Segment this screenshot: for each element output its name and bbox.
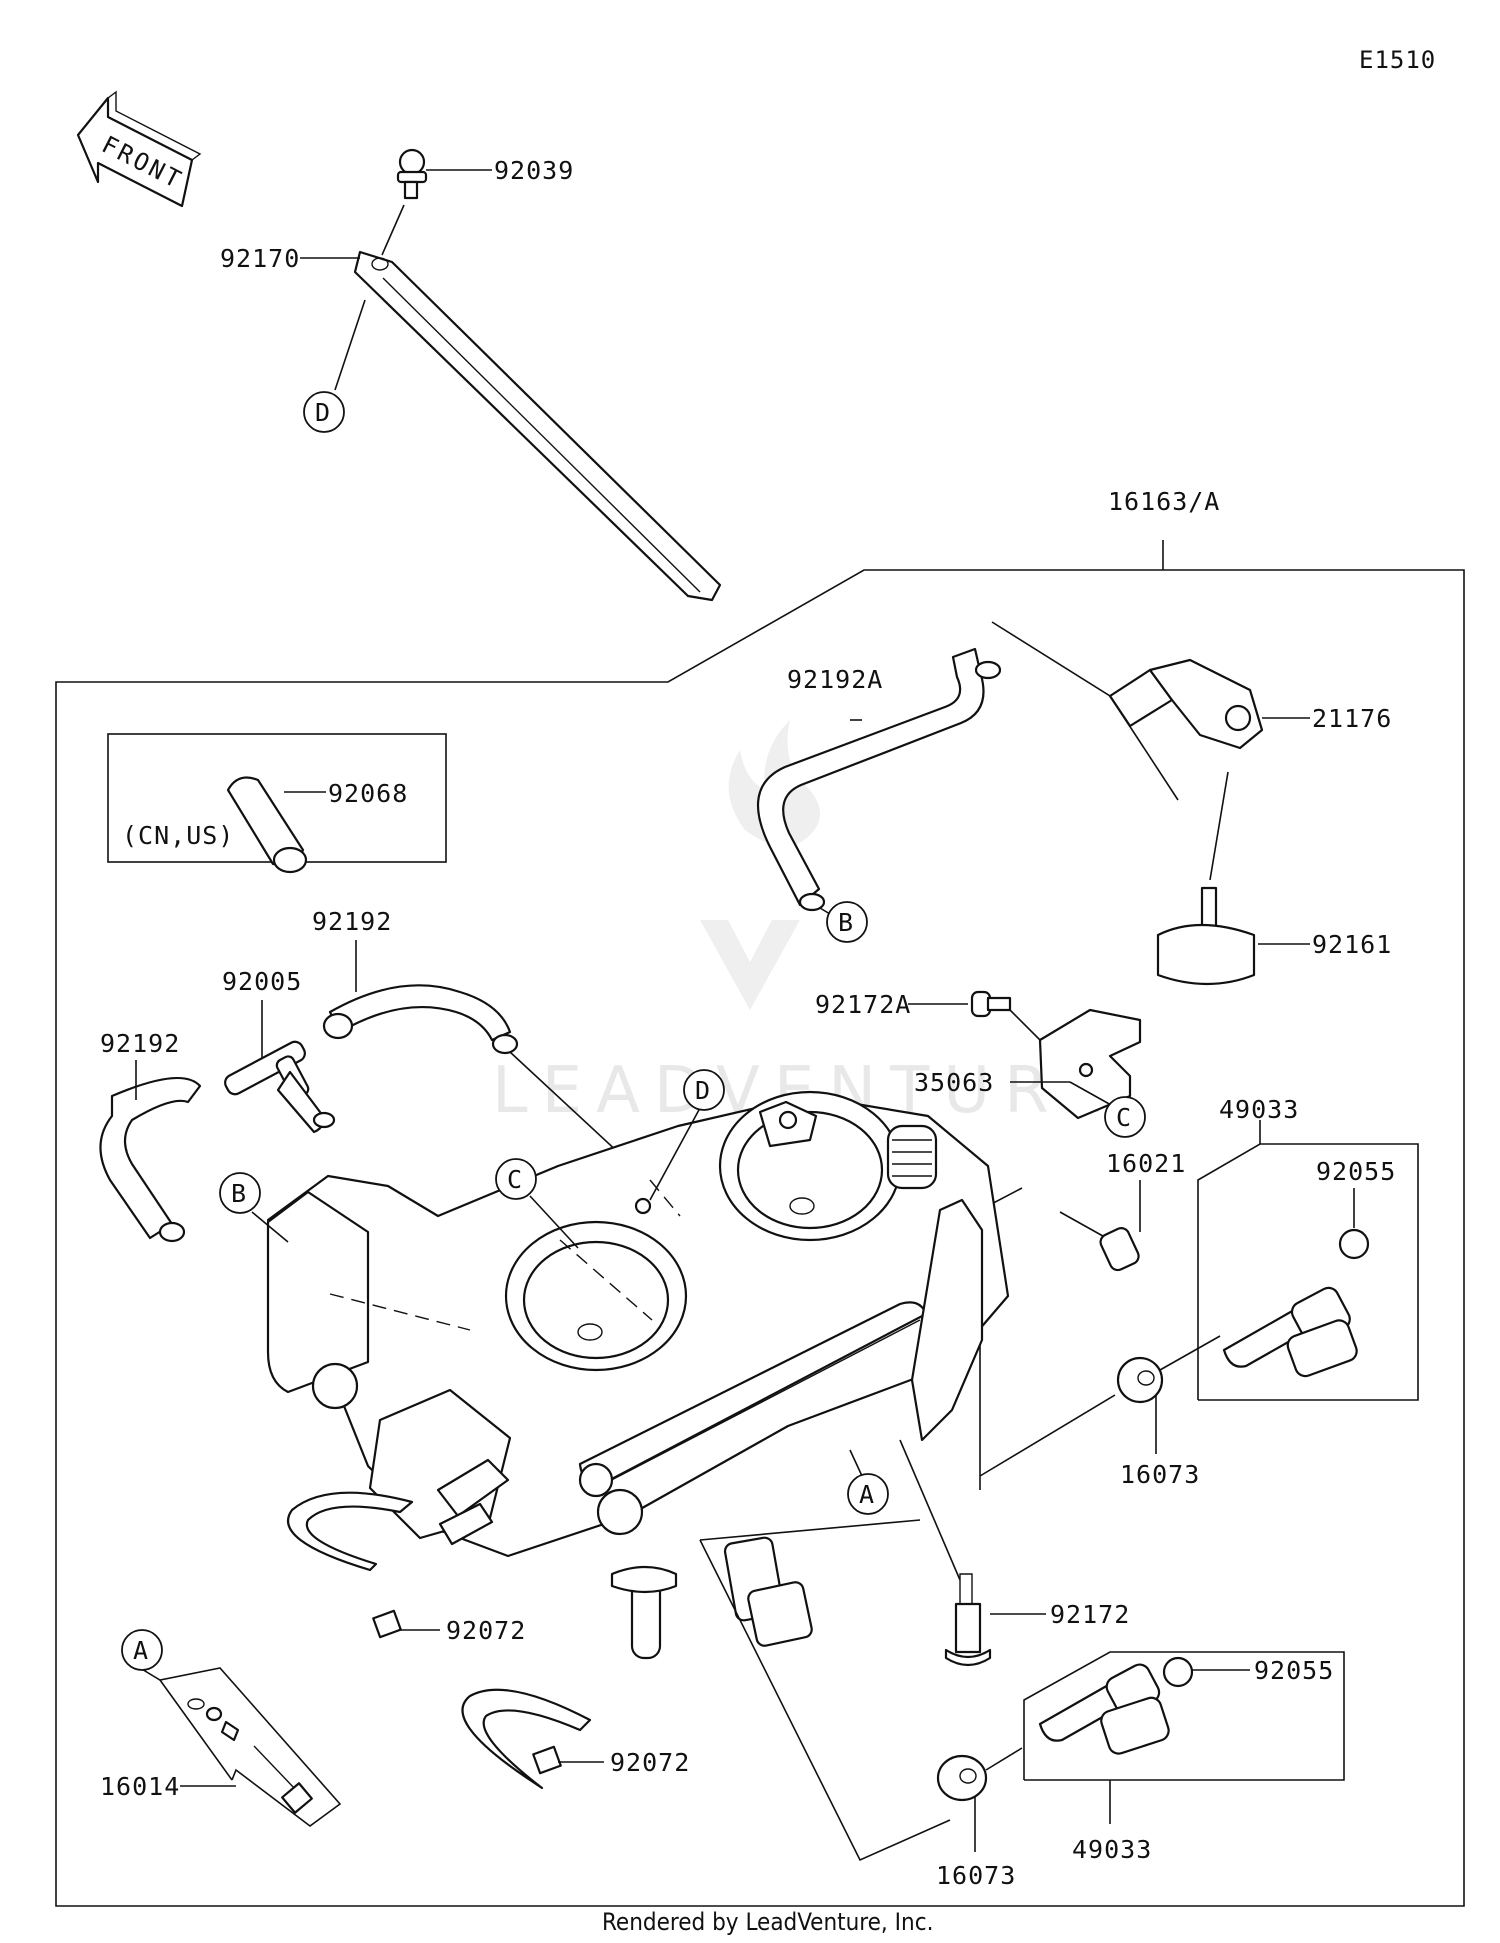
label-92072-b: 92072 <box>610 1748 690 1777</box>
sensor-21176 <box>991 621 1310 881</box>
callout-c-right-letter: C <box>1116 1103 1132 1132</box>
label-92192A: 92192A <box>787 665 883 694</box>
joint-92005 <box>224 1000 336 1134</box>
label-92039: 92039 <box>494 156 574 185</box>
callout-d-mid <box>683 1069 725 1111</box>
strap-92170 <box>300 204 722 602</box>
throttle-body-assembly <box>266 1090 1010 1660</box>
diagram-code: E1510 <box>1359 46 1436 74</box>
hose-92192-left <box>99 1060 202 1243</box>
leader-c-mid <box>529 1195 579 1249</box>
label-21176: 21176 <box>1312 704 1392 733</box>
callout-a-mid <box>847 1473 889 1515</box>
label-49033-top: 49033 <box>1219 1095 1299 1124</box>
callout-b-left <box>219 1172 261 1214</box>
box-note: (CN,US) <box>122 821 234 850</box>
screw-16021 <box>979 1180 1141 1490</box>
strap-92072-a <box>286 1491 440 1639</box>
washer-16073-right <box>979 1335 1221 1477</box>
injector-group-top <box>1197 1120 1419 1401</box>
leader-a-mid <box>849 1449 863 1477</box>
label-16021: 16021 <box>1106 1149 1186 1178</box>
hose-92192A <box>756 647 1002 921</box>
screw-92172A <box>908 990 1041 1041</box>
leader-49033-bottom <box>699 1539 951 1862</box>
callout-d-mid-letter: D <box>695 1076 711 1105</box>
callout-d-top <box>303 391 345 433</box>
leader-92172 <box>899 1439 961 1581</box>
label-16073-bottom: 16073 <box>936 1861 1016 1890</box>
callout-a-mid-letter: A <box>859 1480 875 1509</box>
leader-b-left <box>251 1211 289 1243</box>
screw-92172 <box>944 1573 1046 1667</box>
assembly-border <box>55 540 1465 1907</box>
box-92068 <box>107 733 447 874</box>
callout-c-mid <box>495 1158 537 1200</box>
front-arrow-icon: FRONT <box>76 90 202 208</box>
label-92161: 92161 <box>1312 930 1392 959</box>
label-92055-top: 92055 <box>1316 1157 1396 1186</box>
label-92072-a: 92072 <box>446 1616 526 1645</box>
grommet-92161 <box>1156 886 1310 986</box>
hose-92192-top <box>322 940 649 1181</box>
callout-d-top-letter: D <box>315 398 331 427</box>
screw-kit-16014 <box>139 1667 342 1827</box>
callout-a-left <box>121 1629 163 1671</box>
bracket-35063 <box>1010 1008 1142 1120</box>
washer-16073-bottom <box>936 1747 1023 1852</box>
label-92005: 92005 <box>222 967 302 996</box>
label-49033-bottom: 49033 <box>1072 1835 1152 1864</box>
callout-b-top <box>826 901 868 943</box>
leader-d-mid <box>649 1107 701 1201</box>
callout-a-left-letter: A <box>133 1636 149 1665</box>
label-92172A: 92172A <box>815 990 911 1019</box>
label-16014: 16014 <box>100 1772 180 1801</box>
callout-c-mid-letter: C <box>507 1165 523 1194</box>
label-16073-right: 16073 <box>1120 1460 1200 1489</box>
label-92172: 92172 <box>1050 1600 1130 1629</box>
label-35063: 35063 <box>914 1068 994 1097</box>
callout-c-right <box>1104 1096 1146 1138</box>
strap-92072-b <box>461 1688 604 1790</box>
label-92192-left: 92192 <box>100 1029 180 1058</box>
label-92055-bottom: 92055 <box>1254 1656 1334 1685</box>
injector-group-bottom <box>1023 1651 1345 1824</box>
callout-b-left-letter: B <box>231 1179 247 1208</box>
label-92170: 92170 <box>220 244 300 273</box>
leader-connector <box>699 1519 921 1541</box>
callout-b-top-letter: B <box>838 908 854 937</box>
label-92192-top: 92192 <box>312 907 392 936</box>
label-92068: 92068 <box>328 779 408 808</box>
footer-credit: Rendered by LeadVenture, Inc. <box>602 1908 933 1936</box>
clip-92039 <box>396 148 492 200</box>
assembly-label: 16163/A <box>1108 487 1220 516</box>
